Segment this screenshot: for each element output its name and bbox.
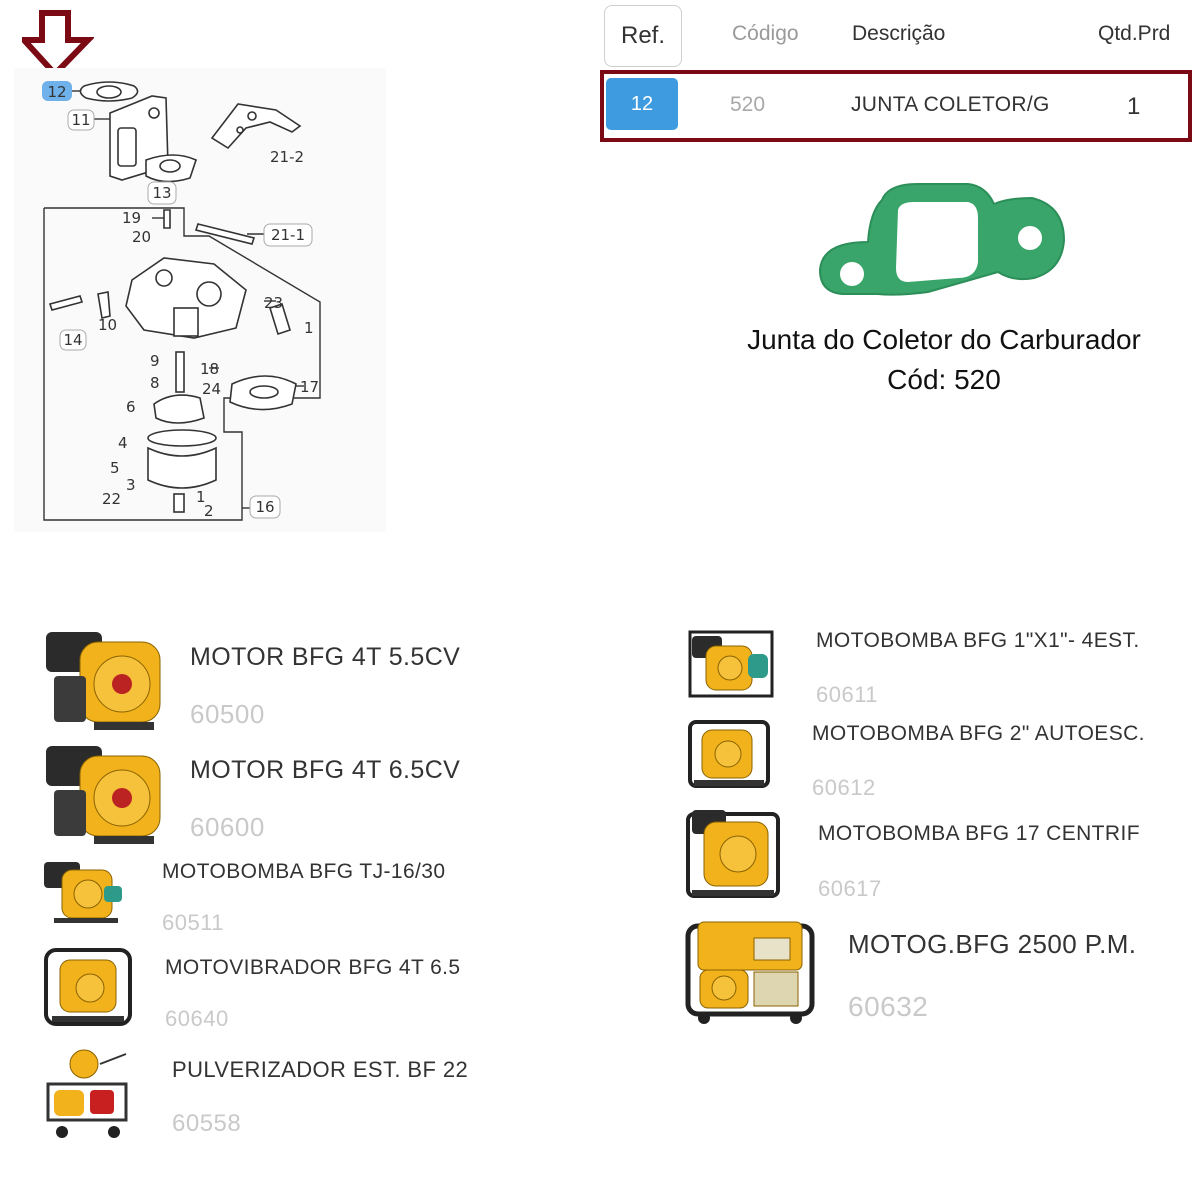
part-description: JUNTA COLETOR/G <box>851 93 1050 116</box>
product-name[interactable]: MOTOBOMBA BFG 17 CENTRIF <box>818 822 1140 845</box>
callout-4: 4 <box>118 434 128 452</box>
product-name[interactable]: MOTOR BFG 4T 5.5CV <box>190 643 461 671</box>
callout-14: 14 <box>63 331 82 349</box>
codigo-column-header[interactable]: Código <box>732 22 799 45</box>
product-code: 60558 <box>172 1110 242 1137</box>
callout-11: 11 <box>71 111 90 129</box>
callout-8: 8 <box>150 374 160 392</box>
ref-badge: 12 <box>606 78 678 130</box>
callout-3: 3 <box>126 476 136 494</box>
callout-22: 22 <box>102 490 121 508</box>
sprayer-image[interactable] <box>40 1044 136 1140</box>
selected-part-row[interactable] <box>600 70 1192 142</box>
product-code: 60500 <box>190 699 265 729</box>
engine-image[interactable] <box>40 624 164 736</box>
pump-image[interactable] <box>40 856 130 928</box>
product-name[interactable]: MOTOR BFG 4T 6.5CV <box>190 756 461 784</box>
part-quantity: 1 <box>1127 93 1141 120</box>
product-name[interactable]: MOTOVIBRADOR BFG 4T 6.5 <box>165 956 461 979</box>
product-code: 60612 <box>812 775 876 800</box>
product-name[interactable]: MOTOG.BFG 2500 P.M. <box>848 929 1137 959</box>
callout-1b: 1 <box>196 488 206 506</box>
callout-6: 6 <box>126 398 136 416</box>
callout-17: 17 <box>300 378 319 396</box>
product-code: 60511 <box>162 910 225 935</box>
callout-20: 20 <box>132 228 151 246</box>
callout-12: 12 <box>47 83 66 101</box>
part-caption-code: Cód: 520 <box>887 364 1001 395</box>
ref-column-header[interactable]: Ref. <box>604 5 682 67</box>
callout-21-1: 21-1 <box>271 226 305 244</box>
engine-image[interactable] <box>40 738 164 850</box>
product-code: 60600 <box>190 812 265 842</box>
product-name[interactable]: MOTOBOMBA BFG 2" AUTOESC. <box>812 722 1145 745</box>
callout-13: 13 <box>152 184 171 202</box>
pump-image[interactable] <box>684 806 782 902</box>
callout-23: 23 <box>264 294 283 312</box>
descricao-column-header[interactable]: Descrição <box>852 22 946 45</box>
product-code: 60640 <box>165 1006 229 1031</box>
generator-image[interactable] <box>684 912 816 1026</box>
part-caption-title: Junta do Coletor do Carburador <box>747 324 1141 355</box>
pump-image[interactable] <box>686 718 772 792</box>
carburetor-exploded-diagram: 12 11 21-2 13 19 20 21-1 23 1 10 14 9 18… <box>14 68 386 532</box>
callout-2: 2 <box>204 502 214 520</box>
product-code: 60611 <box>816 682 879 707</box>
part-code: 520 <box>730 93 766 116</box>
callout-5: 5 <box>110 459 120 477</box>
callout-18: 18 <box>200 360 219 378</box>
down-arrow-icon <box>22 10 94 78</box>
product-name[interactable]: MOTOBOMBA BFG TJ-16/30 <box>162 860 446 883</box>
product-code: 60632 <box>848 991 929 1022</box>
callout-10: 10 <box>98 316 117 334</box>
product-name[interactable]: PULVERIZADOR EST. BF 22 <box>172 1057 469 1082</box>
callout-19: 19 <box>122 209 141 227</box>
callout-9: 9 <box>150 352 160 370</box>
qtd-column-header[interactable]: Qtd.Prd <box>1098 22 1171 45</box>
gasket-image <box>818 183 1066 296</box>
pump-image[interactable] <box>686 628 776 702</box>
product-name[interactable]: MOTOBOMBA BFG 1"X1"- 4EST. <box>816 629 1140 652</box>
callout-16: 16 <box>255 498 274 516</box>
callout-21-2: 21-2 <box>270 148 304 166</box>
callout-1a: 1 <box>304 319 314 337</box>
product-code: 60617 <box>818 876 882 901</box>
callout-24: 24 <box>202 380 221 398</box>
vibrator-image[interactable] <box>42 946 134 1028</box>
